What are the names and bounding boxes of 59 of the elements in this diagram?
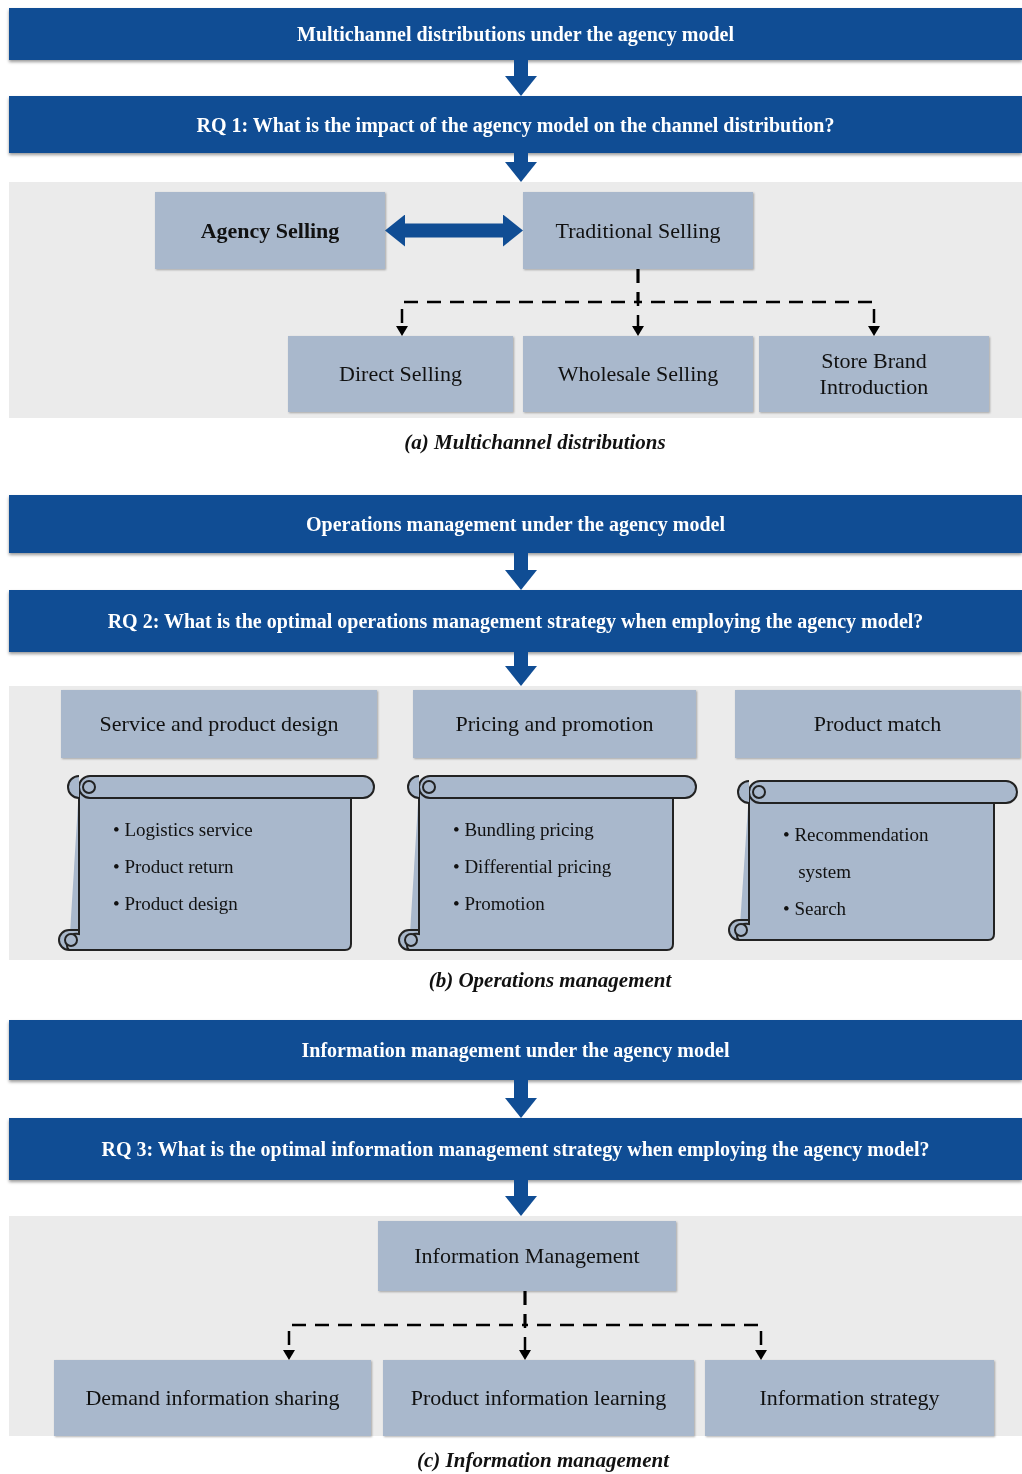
bullet-item: • Promotion: [453, 892, 546, 916]
box-label: Information Management: [413, 1243, 641, 1269]
block-arrow: [505, 553, 537, 590]
header-bar: [9, 1118, 1022, 1180]
process-box: [378, 1221, 676, 1291]
header-title: RQ 2: What is the optimal operations management strategy when employing the agency model?: [106, 609, 925, 635]
box-label: Traditional Selling: [554, 217, 722, 244]
block-arrow: [505, 60, 537, 96]
bullet-item: • Bundling pricing: [453, 818, 595, 842]
header-title: Operations management under the agency model: [304, 512, 727, 538]
process-box: [705, 1360, 994, 1436]
box-label: Store Brand Introduction: [818, 348, 930, 400]
panel-background: [9, 1216, 1022, 1436]
header-title: Multichannel distributions under the agency model: [296, 22, 735, 48]
header-bar: [9, 495, 1022, 553]
panel-background: [9, 686, 1022, 960]
process-box: [383, 1360, 694, 1436]
bullet-item: • Logistics service: [113, 818, 254, 842]
section-caption: (c) Information management: [417, 1447, 669, 1474]
bullet-item: • Search: [783, 897, 848, 921]
box-label: Information strategy: [758, 1385, 941, 1411]
box-label: Service and product design: [98, 711, 340, 737]
box-label: Pricing and promotion: [454, 711, 655, 737]
section-caption: (a) Multichannel distributions: [404, 429, 666, 457]
bullet-item: • Differential pricing: [453, 855, 613, 879]
process-box: [288, 336, 513, 412]
bullet-item: • Product return: [113, 855, 235, 879]
box-label: Product information learning: [409, 1385, 668, 1411]
box-label: Wholesale Selling: [556, 361, 720, 387]
bullet-item: • Product design: [113, 892, 239, 916]
header-title: RQ 1: What is the impact of the agency model on the channel distribution?: [195, 112, 836, 139]
process-box: [54, 1360, 371, 1436]
header-title: Information management under the agency model: [300, 1038, 731, 1064]
header-bar: [9, 96, 1022, 153]
panel-background: [9, 182, 1022, 418]
section-caption: (b) Operations management: [428, 967, 672, 995]
block-arrow: [385, 214, 523, 247]
header-title: RQ 3: What is the optimal information management strategy when employing the agency model?: [100, 1137, 931, 1163]
box-label: Product match: [812, 711, 943, 737]
process-box: [759, 336, 989, 412]
block-arrow: [505, 1080, 537, 1118]
block-arrow: [505, 652, 537, 686]
box-label: Agency Selling: [199, 217, 341, 244]
box-label: Demand information sharing: [84, 1385, 341, 1411]
header-bar: [9, 590, 1022, 652]
box-label: Direct Selling: [338, 361, 463, 387]
process-box: [523, 192, 753, 269]
block-arrow: [505, 153, 537, 182]
process-box: [413, 690, 696, 758]
header-bar: [9, 1020, 1022, 1080]
header-bar: [9, 8, 1022, 60]
dashed-arrow: [523, 1291, 767, 1360]
dashed-arrow: [636, 269, 880, 336]
process-box: [61, 690, 377, 758]
block-arrow: [505, 1180, 537, 1216]
process-box: [523, 336, 753, 412]
process-box: [155, 192, 385, 269]
process-box: [735, 690, 1020, 758]
bullet-item: • Recommendation system: [783, 823, 930, 884]
